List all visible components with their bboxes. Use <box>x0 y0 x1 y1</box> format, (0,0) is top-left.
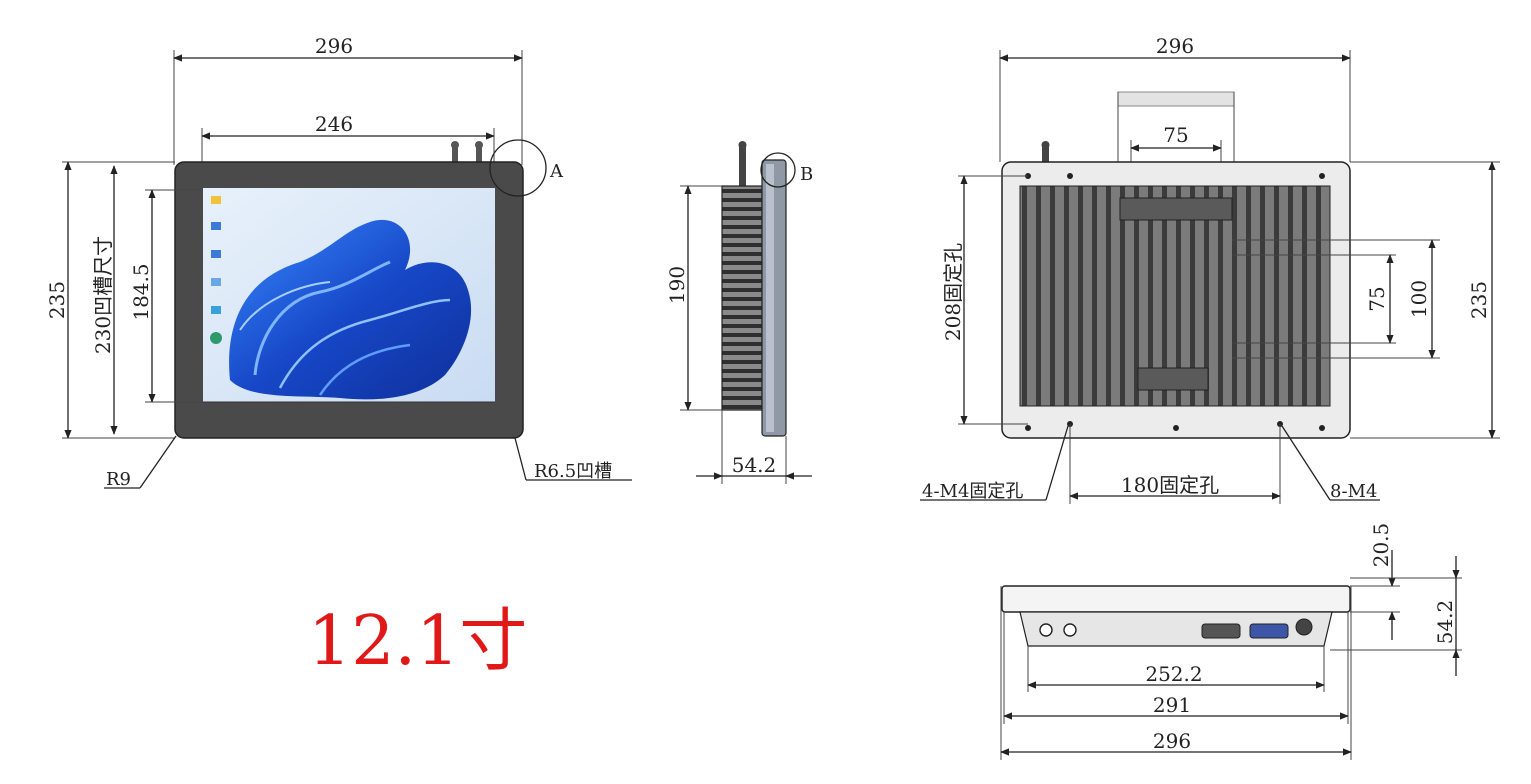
rear-holes-right: 8-M4 <box>1330 481 1377 502</box>
rear-mount-span: 180固定孔 <box>1121 473 1219 497</box>
bottom-bezel: 20.5 <box>1369 523 1393 568</box>
detail-b-label: B <box>800 164 813 185</box>
side-height: 190 <box>665 266 689 304</box>
rear-mount-height: 208固定孔 <box>941 243 965 341</box>
bottom-outer-width: 296 <box>1153 729 1191 753</box>
front-width-outer: 296 <box>315 34 353 58</box>
front-screen-height: 184.5 <box>129 263 153 320</box>
rear-vesa-75: 75 <box>1365 286 1389 311</box>
front-view: 296 246 A <box>45 34 632 490</box>
corner-radius-label: R9 <box>106 469 131 490</box>
bottom-panel-width: 291 <box>1153 693 1191 717</box>
bottom-depth: 54.2 <box>1433 600 1457 645</box>
rear-holes-left: 4-M4固定孔 <box>922 481 1023 502</box>
groove-radius-label: R6.5凹槽 <box>534 461 612 482</box>
front-height-outer: 235 <box>45 281 69 319</box>
rear-height-outer: 235 <box>1467 281 1491 319</box>
detail-a-label: A <box>549 161 564 182</box>
rear-vesa-width: 75 <box>1163 123 1188 147</box>
rear-heatsink <box>1019 185 1331 407</box>
front-cutout-height: 230凹槽尺寸 <box>91 236 115 354</box>
desktop-icons <box>210 196 222 344</box>
rear-vesa-100: 100 <box>1407 280 1431 318</box>
side-view: B 190 54.2 <box>665 141 813 484</box>
front-width-screen: 246 <box>315 112 353 136</box>
rear-width-outer: 296 <box>1156 34 1194 58</box>
side-heatsink <box>721 185 763 411</box>
wallpaper-bloom <box>229 219 472 400</box>
side-depth: 54.2 <box>732 453 777 477</box>
bottom-body-width: 252.2 <box>1145 662 1202 686</box>
rear-view: 296 75 75 100 <box>920 34 1500 504</box>
bottom-view: 20.5 54.2 252.2 291 296 <box>1000 523 1462 760</box>
size-title: 12.1寸 <box>308 602 527 681</box>
